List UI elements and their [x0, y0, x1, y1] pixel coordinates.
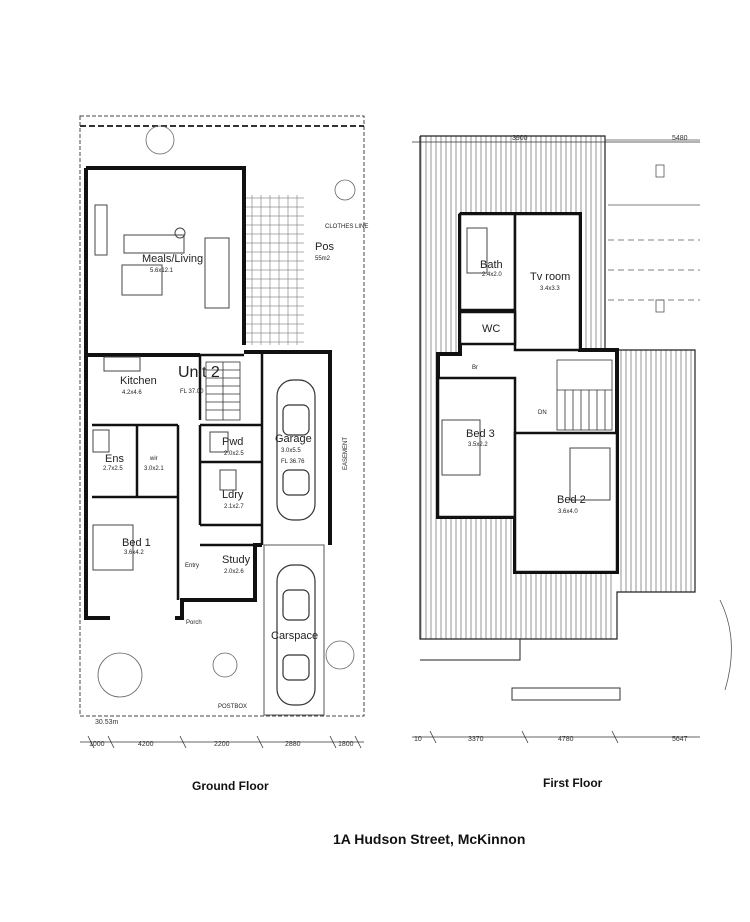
pos-label: Pos [315, 241, 334, 253]
wir-size: 3.0x2.1 [144, 466, 164, 472]
roof-lower-step [420, 639, 521, 661]
ground-dim-1: 1000 [89, 741, 105, 748]
first-bottom-dim-2: 3370 [468, 736, 484, 743]
bed2-label: Bed 2 [557, 494, 586, 506]
first-bottom-dim-4: 5647 [672, 736, 688, 743]
porch-label: Porch [186, 620, 202, 626]
meals-living-size: 5.6x12.1 [150, 268, 174, 274]
study-size: 2.0x2.6 [224, 569, 244, 575]
roof-area-left-lower [420, 354, 438, 517]
ground-walls [84, 166, 332, 620]
first-bottom-dim-1: 10 [414, 736, 422, 743]
wir-label: wir [149, 456, 158, 462]
roof-area-bottom-right [515, 572, 615, 639]
tv-room-size: 3.4x3.3 [540, 286, 560, 292]
ground-dim-5: 1800 [338, 741, 354, 748]
first-top-dim-2: 5480 [672, 135, 688, 142]
first-floor-plan: Bath 2.4x2.0 Tv room 3.4x3.3 WC Br DN Be… [412, 135, 732, 744]
roof-outline [419, 135, 696, 640]
first-floor-outline-marks [605, 139, 732, 691]
pos-size: 55m2 [315, 256, 331, 262]
entry-label: Entry [185, 563, 199, 569]
ens-size: 2.7x2.5 [103, 466, 123, 472]
ground-floor-plan: Meals/Living 5.6x12.1 Unit 2 FL 37.00 Ki… [79, 115, 368, 749]
address-title: 1A Hudson Street, McKinnon [333, 831, 526, 847]
living-furniture [94, 204, 230, 372]
unit-label: Unit 2 [178, 364, 220, 381]
first-bottom-dim-3: 4780 [558, 736, 574, 743]
first-top-dimension-labels: 3900 5480 [512, 135, 688, 142]
br-label: Br [472, 365, 478, 371]
paving-area [246, 195, 304, 345]
first-top-dim-1: 3900 [512, 135, 528, 142]
first-floor-stairs [556, 359, 613, 431]
ground-dim-2: 4200 [138, 741, 154, 748]
garage-label: Garage [275, 433, 312, 445]
ldry-size: 2.1x2.7 [224, 504, 244, 510]
first-floor-caption: First Floor [543, 776, 603, 790]
ground-dim-3: 2200 [214, 741, 230, 748]
wc-label: WC [482, 323, 500, 335]
ground-stairs [205, 361, 241, 421]
dn-label: DN [538, 410, 547, 416]
kitchen-size: 4.2x4.6 [122, 390, 142, 396]
easement-label: EASEMENT [343, 437, 349, 470]
roof-area-right [617, 350, 695, 592]
carspace-label: Carspace [271, 630, 318, 642]
roof-area-bottom-left [420, 517, 515, 639]
roof-area-left [420, 214, 458, 354]
bedroom1-furniture [92, 429, 237, 571]
driveway [263, 544, 325, 716]
ens-label: Ens [105, 453, 124, 465]
ground-internal-walls [92, 352, 264, 600]
ground-floor-caption: Ground Floor [192, 779, 269, 793]
bath-size: 2.4x2.0 [482, 272, 502, 278]
bed2-size: 3.6x4.0 [558, 509, 578, 515]
roof-area-top-right [580, 214, 605, 350]
ldry-label: Ldry [222, 489, 244, 501]
pwd-size: 2.0x2.5 [224, 451, 244, 457]
bed3-size: 3.5x2.2 [468, 442, 488, 448]
bath-label: Bath [480, 259, 503, 271]
tv-room-label: Tv room [530, 271, 570, 283]
bed1-size: 3.6x4.2 [124, 550, 144, 556]
bed3-label: Bed 3 [466, 428, 495, 440]
pwd-label: Pwd [222, 436, 243, 448]
carspace-car [276, 564, 316, 706]
bed1-label: Bed 1 [122, 537, 151, 549]
garage-size: 3.0x5.5 [281, 448, 301, 454]
kitchen-label: Kitchen [120, 375, 157, 387]
clothes-line-label: CLOTHES LINE [325, 224, 368, 230]
first-floor-furniture [441, 227, 611, 501]
garage-floor-level: FL 36.76 [281, 459, 305, 465]
first-floor-interior [436, 212, 619, 574]
roof-area-top [420, 136, 605, 214]
floor-level-label: FL 37.00 [180, 389, 204, 395]
ground-total-dimension: 30.53m [95, 719, 119, 726]
study-label: Study [222, 554, 251, 566]
ground-lot-boundary [79, 115, 365, 717]
ground-dimension-labels: 1000 4200 2200 2880 1800 [89, 741, 354, 748]
postbox-label: POSTBOX [218, 704, 247, 710]
meals-living-label: Meals/Living [142, 253, 203, 265]
roof-projection [511, 687, 621, 701]
first-bottom-dimension-labels: 10 3370 4780 5647 [414, 736, 688, 743]
garage-car [276, 379, 316, 521]
ground-dim-4: 2880 [285, 741, 301, 748]
landscape-plants [97, 125, 356, 698]
